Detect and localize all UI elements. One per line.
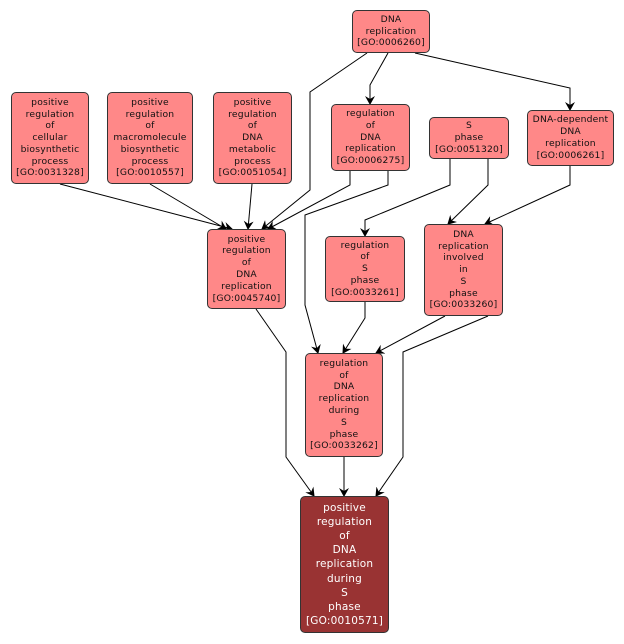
go-term-label-line: positive bbox=[323, 501, 366, 514]
go-term-label-line: DNA bbox=[236, 269, 257, 280]
go-term-label-line: positive bbox=[227, 233, 266, 245]
go-term-label-line: during bbox=[328, 405, 360, 416]
go-term-id: [GO:0033261] bbox=[331, 286, 399, 298]
go-term-id: [GO:0006260] bbox=[357, 37, 425, 49]
go-term-label-line: during bbox=[326, 572, 363, 585]
go-term-label-line: of bbox=[365, 119, 376, 131]
go-term-label-line: S bbox=[341, 586, 348, 599]
go-term-label-line: replication bbox=[318, 393, 370, 405]
edge-GO0006260-to-GO0045740 bbox=[261, 52, 368, 230]
go-term-id: [GO:0033260] bbox=[429, 299, 498, 311]
go-term-label-line: DNA bbox=[242, 132, 263, 144]
go-term-label-line: in bbox=[459, 264, 468, 276]
edge-GO0006260-to-GO0006261 bbox=[414, 52, 575, 111]
go-term-label-line: phase bbox=[329, 428, 359, 440]
go-term-label-line: regulation bbox=[222, 245, 271, 257]
edge-GO0006261-to-GO0033260 bbox=[484, 166, 571, 226]
edge-GO0006275-to-GO0045740 bbox=[267, 171, 351, 230]
go-term-label-line: process bbox=[131, 155, 169, 167]
go-term-label-line: phase bbox=[449, 287, 478, 299]
go-term-label-line: regulation bbox=[25, 108, 75, 120]
go-term-label-line: cellular bbox=[32, 132, 68, 144]
go-term-label-line: positive bbox=[233, 96, 272, 108]
go-term-id: [GO:0010571] bbox=[305, 615, 384, 628]
go-term-label-line: replication bbox=[365, 25, 417, 37]
go-term-label-line: S bbox=[460, 275, 467, 287]
go-term-label-line: DNA bbox=[453, 228, 474, 240]
go-term-label-line: S bbox=[465, 120, 473, 132]
go-term-label-line: DNA bbox=[333, 381, 355, 393]
edge-GO0006275-to-GO0033262 bbox=[304, 171, 389, 354]
go-term-id: [GO:0031328] bbox=[16, 167, 84, 179]
go-term-label-line: regulation bbox=[316, 515, 373, 528]
edge-GO0031328-to-GO0045740 bbox=[59, 183, 233, 232]
go-term-label-line: of bbox=[247, 120, 258, 132]
go-term-label-line: DNA bbox=[360, 131, 381, 143]
go-term-label-line: regulation bbox=[228, 108, 277, 120]
go-term-label-line: regulation bbox=[319, 357, 369, 369]
go-term-label-line: replication bbox=[438, 240, 489, 252]
go-term-id: [GO:0045740] bbox=[212, 292, 281, 304]
edge-GO0010557-to-GO0045740 bbox=[149, 183, 227, 230]
edge-GO0051320-to-GO0033261 bbox=[360, 159, 451, 237]
go-term-label-line: of bbox=[339, 369, 349, 381]
go-term-label-line: S bbox=[340, 416, 348, 428]
go-term-label-line: of bbox=[145, 120, 155, 132]
go-term-label-line: positive bbox=[31, 96, 69, 108]
go-term-label-line: process bbox=[234, 155, 271, 167]
go-term-label-line: macromolecule bbox=[113, 132, 187, 144]
go-term-label-line: replication bbox=[345, 143, 396, 155]
go-term-label-line: of bbox=[241, 257, 252, 269]
edge-GO0006260-to-GO0006275 bbox=[365, 52, 389, 105]
edge-GO0033260-to-GO0033262 bbox=[375, 315, 446, 354]
go-term-label-line: process bbox=[31, 155, 69, 167]
go-term-label-line: involved bbox=[443, 252, 484, 264]
go-term-label-line: DNA-dependent bbox=[532, 114, 609, 126]
go-term-label-line: of bbox=[339, 529, 350, 542]
go-term-label-line: replication bbox=[545, 138, 596, 149]
go-term-label-line: phase bbox=[328, 601, 361, 613]
edge-GO0051054-to-GO0045740 bbox=[243, 183, 254, 230]
go-term-label-line: regulation bbox=[125, 108, 175, 120]
go-term-label-line: of bbox=[45, 120, 55, 132]
go-term-id: [GO:0051320] bbox=[435, 143, 503, 155]
go-term-label-line: phase bbox=[454, 132, 484, 144]
go-term-id: [GO:0051054] bbox=[218, 167, 287, 179]
go-term-label-line: DNA bbox=[332, 544, 357, 557]
go-term-label-line: biosynthetic bbox=[20, 143, 80, 155]
go-term-label-line: S bbox=[361, 263, 369, 275]
go-term-label-line: DNA bbox=[560, 126, 581, 138]
go-term-label-line: positive bbox=[131, 96, 169, 108]
go-term-id: [GO:0006261] bbox=[536, 149, 605, 161]
go-term-label-line: biosynthetic bbox=[120, 143, 180, 155]
edge-GO0045740-to-GO0010571 bbox=[255, 308, 315, 497]
edge-GO0033261-to-GO0033262 bbox=[342, 302, 366, 354]
go-term-label-line: regulation bbox=[340, 239, 390, 251]
go-term-id: [GO:0033262] bbox=[310, 440, 378, 452]
go-term-label-line: regulation bbox=[346, 108, 395, 119]
go-term-label-line: DNA bbox=[380, 13, 402, 25]
go-term-id: [GO:0010557] bbox=[116, 167, 184, 179]
edge-GO0051320-to-GO0033260 bbox=[447, 159, 489, 225]
go-term-label-line: phase bbox=[350, 274, 380, 286]
go-term-label-line: metabolic bbox=[228, 143, 277, 155]
edge-GO0033260-to-GO0010571 bbox=[375, 315, 489, 497]
go-term-label-line: replication bbox=[221, 280, 272, 292]
go-term-label-line: of bbox=[360, 251, 370, 263]
go-term-label-line: replication bbox=[315, 558, 374, 571]
go-term-id: [GO:0006275] bbox=[336, 155, 405, 167]
